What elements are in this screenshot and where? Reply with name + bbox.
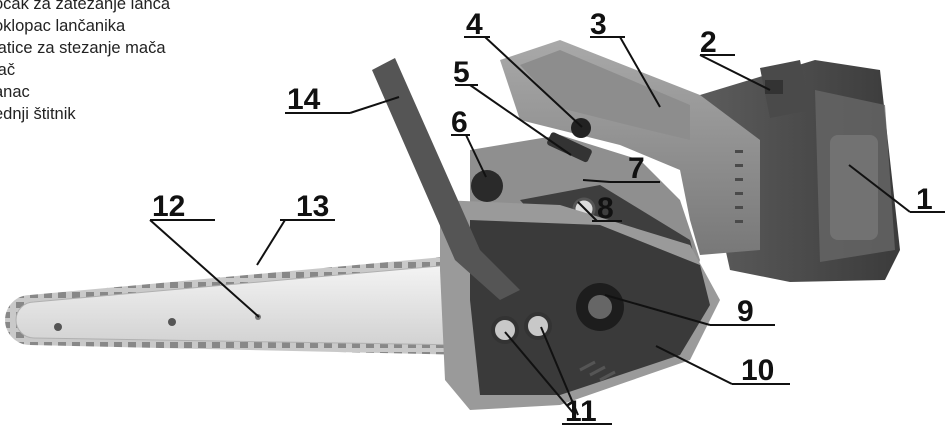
legend-line: oklopac lančanika: [0, 17, 126, 35]
legend-line: ednji štitnik: [0, 105, 76, 123]
legend-line: očak za zatezanje lanca: [0, 0, 171, 13]
callout-12: 12: [152, 190, 185, 223]
callout-leaders: [149, 36, 945, 425]
callout-10: 10: [741, 354, 774, 387]
parts-legend: očak za zatezanje lanca oklopac lančanik…: [0, 0, 260, 125]
callout-5: 5: [453, 56, 470, 89]
callout-4: 4: [466, 8, 483, 41]
callout-1: 1: [916, 183, 933, 216]
lock-button: [571, 118, 591, 138]
trigger-lever: [547, 132, 592, 163]
callout-9: 9: [737, 295, 754, 328]
guide-bar: [5, 255, 470, 355]
callout-8: 8: [597, 192, 614, 225]
legend-line: anac: [0, 83, 30, 101]
sprocket-cover: [440, 200, 720, 410]
callout-3: 3: [590, 8, 607, 41]
legend-line: lač: [0, 61, 16, 79]
callout-11: 11: [565, 395, 597, 428]
callout-14: 14: [287, 83, 321, 116]
legend-line: latice za stezanje mača: [0, 39, 166, 57]
callout-6: 6: [451, 106, 468, 139]
front-guard: [372, 58, 520, 300]
callout-7: 7: [628, 152, 645, 185]
callout-2: 2: [700, 26, 717, 59]
rear-handle: [500, 40, 760, 255]
callout-13: 13: [296, 190, 329, 223]
tension-knob: [471, 170, 503, 202]
